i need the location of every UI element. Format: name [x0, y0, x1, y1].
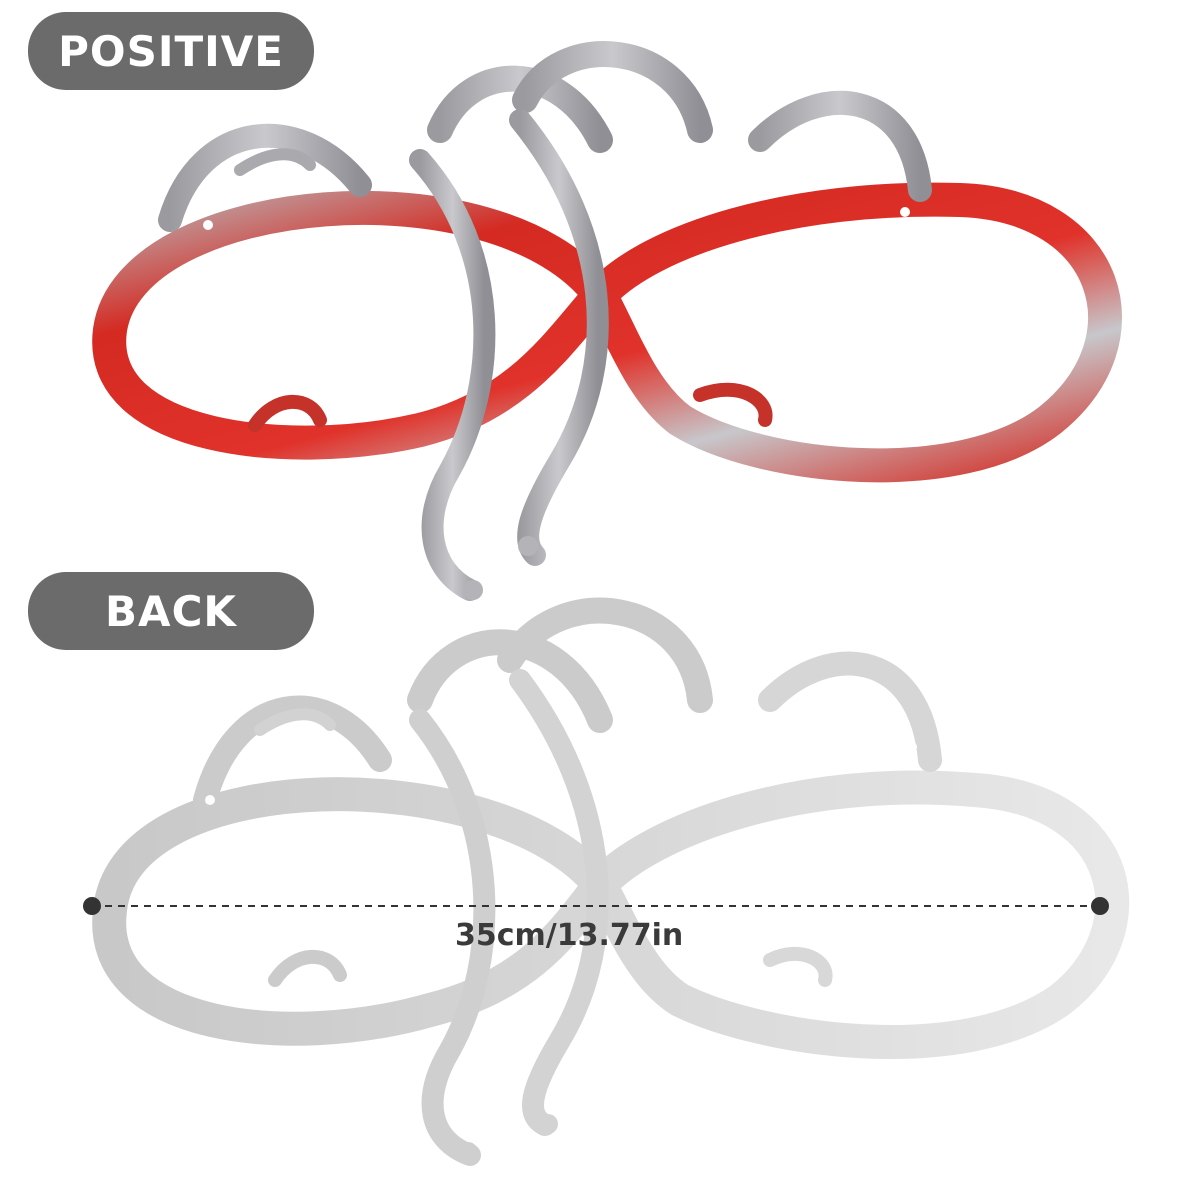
back-label-text: BACK	[105, 586, 237, 636]
back-infinity-shape	[92, 597, 1130, 1166]
positive-label-text: POSITIVE	[58, 26, 284, 76]
width-measurement-label: 35cm/13.77in	[455, 918, 684, 953]
measure-start-dot	[83, 897, 101, 915]
measurement-line	[83, 897, 1109, 915]
positive-label: POSITIVE	[28, 12, 314, 90]
measure-end-dot	[1091, 897, 1109, 915]
back-label: BACK	[28, 572, 314, 650]
front-infinity-shape	[92, 41, 1122, 601]
